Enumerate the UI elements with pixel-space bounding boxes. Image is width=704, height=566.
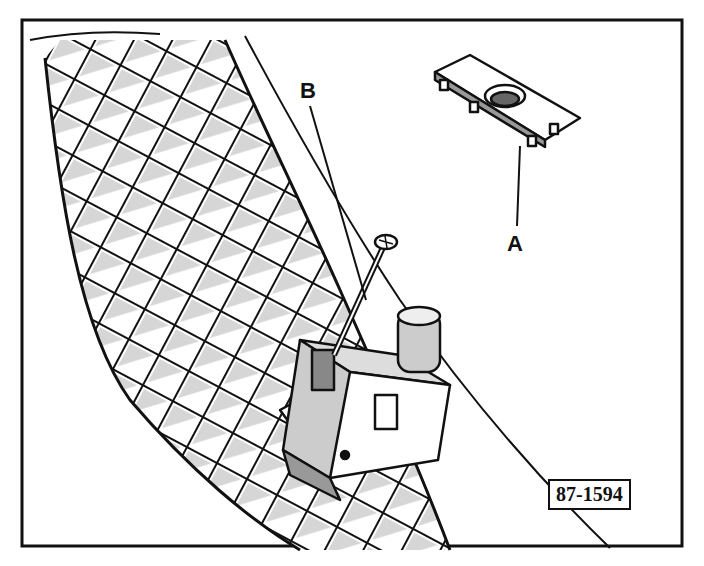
figure-number: 87-1594 [556,483,623,506]
leader-lines [310,106,520,300]
grille [20,20,610,560]
figure-number-box: 87-1594 [548,479,631,510]
switch [280,307,450,500]
callout-letter: B [300,78,316,104]
callout-letter: A [507,231,523,257]
cover-plate [435,55,580,147]
